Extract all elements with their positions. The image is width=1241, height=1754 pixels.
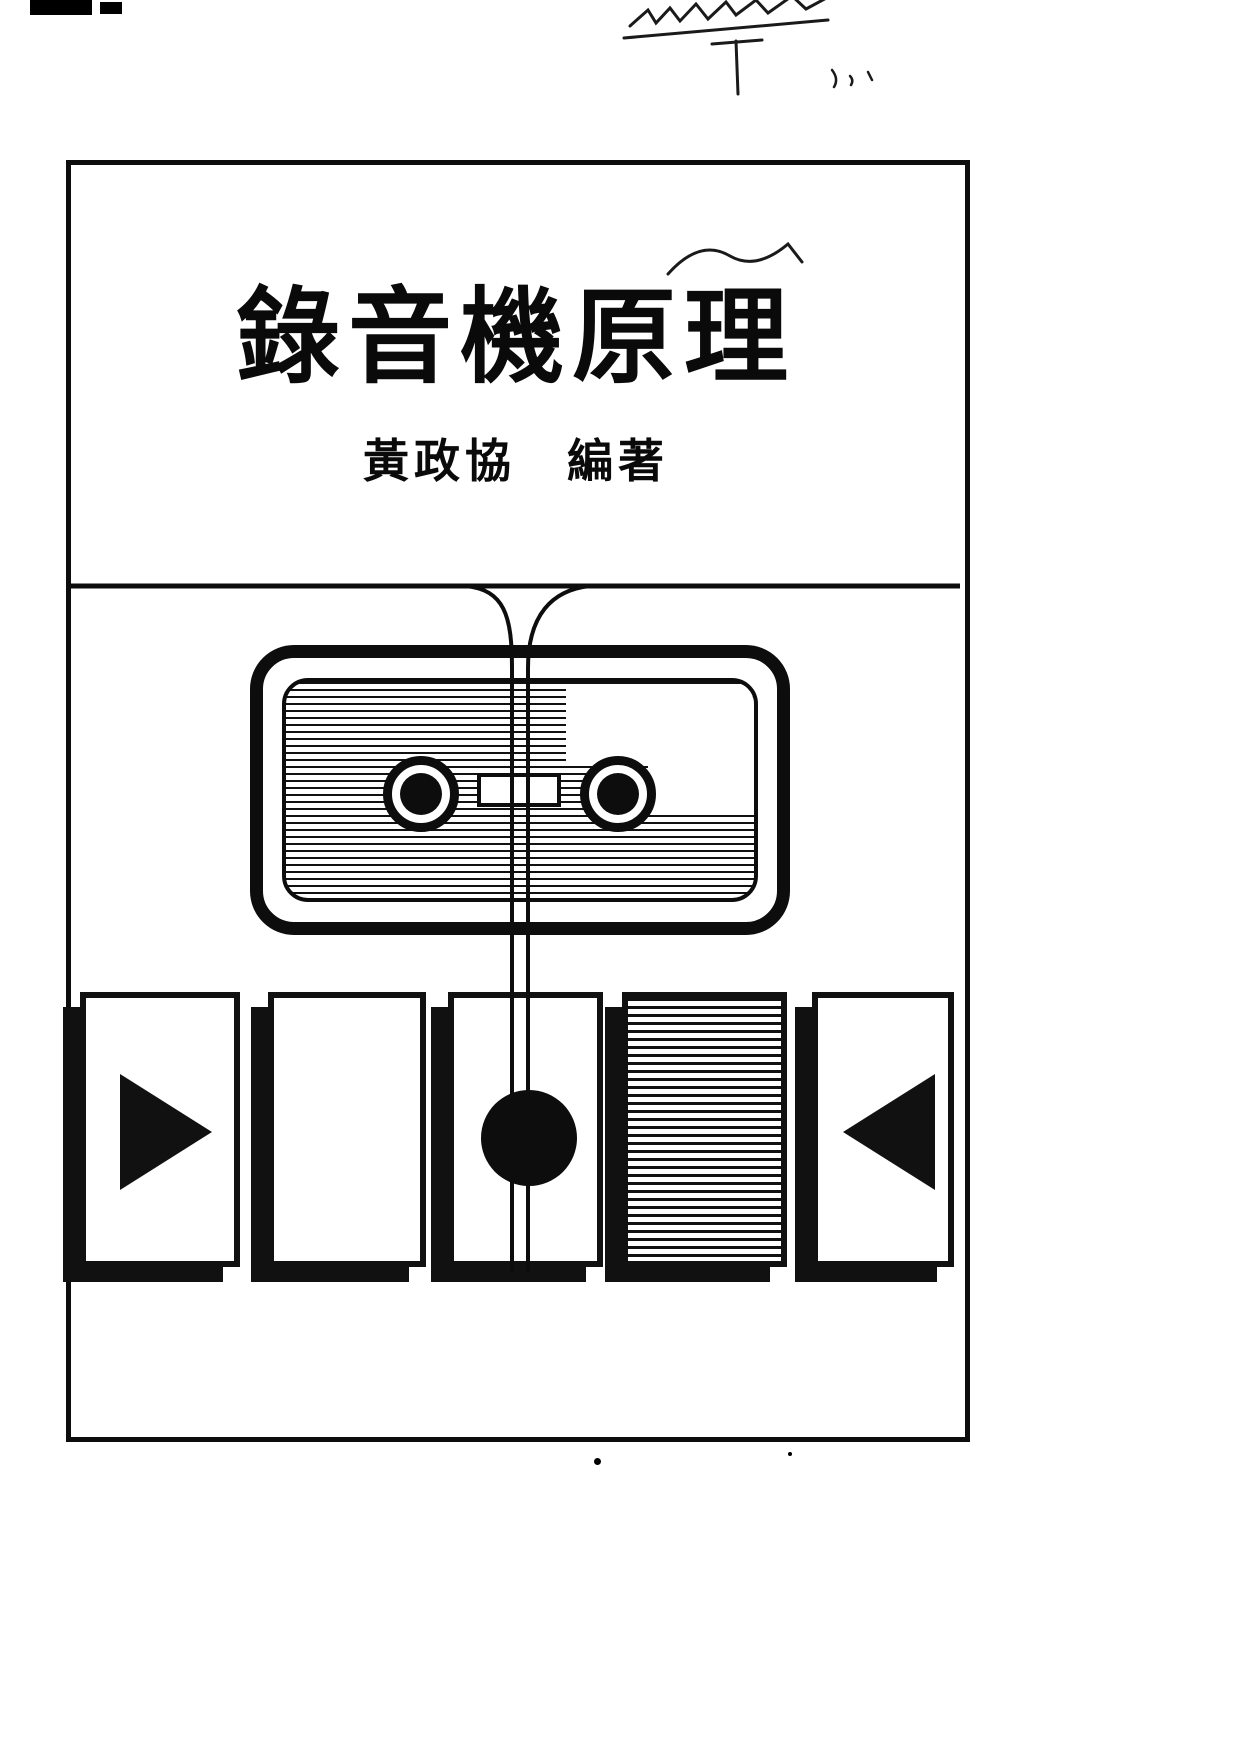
corner-mark <box>30 0 92 15</box>
striped-button <box>622 992 787 1267</box>
reel-right-icon <box>580 756 656 832</box>
play-icon <box>120 1074 212 1190</box>
book-title: 錄音機原理 <box>235 276 796 398</box>
label-blank-area <box>648 740 754 810</box>
blank-button <box>268 992 426 1267</box>
book-author: 黃政協 編著 <box>363 434 669 488</box>
ink-speck <box>788 1452 792 1456</box>
ink-speck <box>594 1458 601 1465</box>
tape-window <box>477 773 561 807</box>
play-button <box>80 992 240 1267</box>
reel-left-icon <box>383 756 459 832</box>
rewind-icon <box>843 1074 935 1190</box>
pen-scribble-icon <box>666 241 804 276</box>
corner-mark <box>100 2 122 14</box>
reel-hub-icon <box>400 773 442 815</box>
record-button <box>448 992 603 1267</box>
reel-hub-icon <box>597 773 639 815</box>
rewind-button <box>812 992 954 1267</box>
record-icon <box>481 1090 577 1186</box>
handwritten-annotation-icon <box>622 0 874 96</box>
